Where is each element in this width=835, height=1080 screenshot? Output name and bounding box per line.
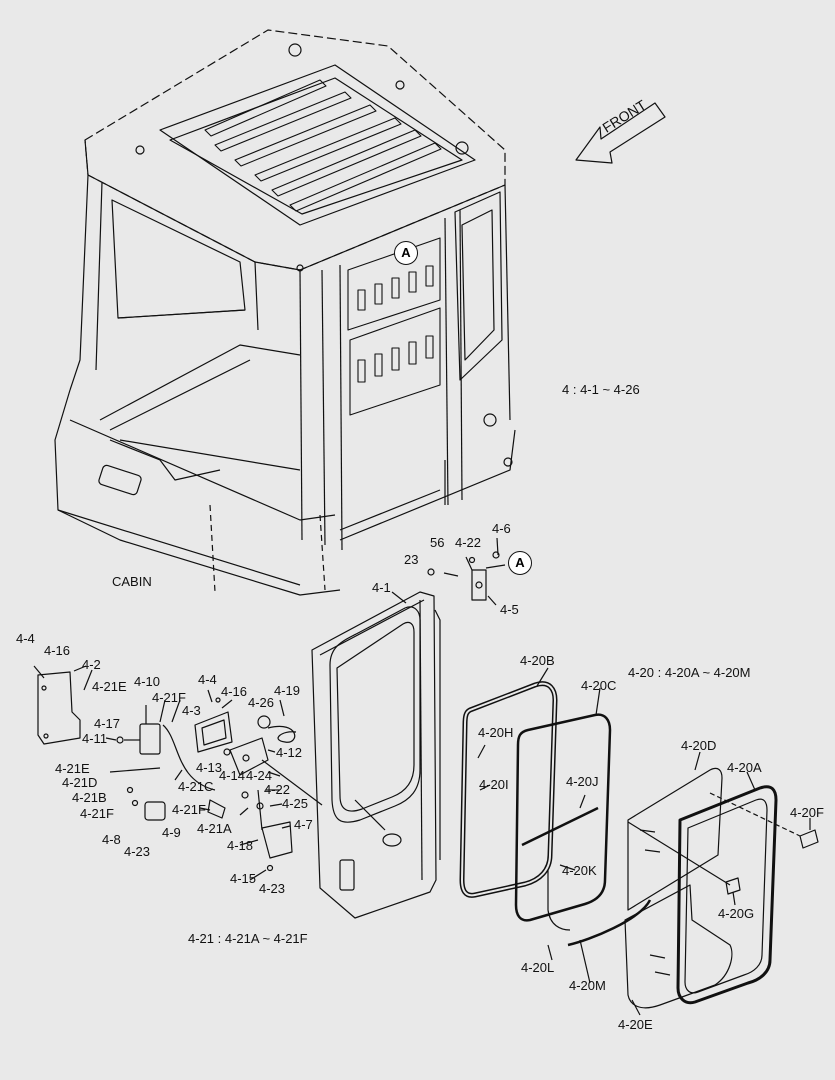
part-label: 4-25: [282, 796, 309, 811]
part-label: 4-21C: [178, 779, 214, 794]
part-label: 4-20H: [478, 725, 514, 740]
part-label: 4-21F: [80, 806, 114, 821]
part-label: 4-20M: [569, 978, 606, 993]
part-label: 4-16: [44, 643, 71, 658]
summary-group420: 4-20 : 4-20A ~ 4-20M: [628, 665, 751, 680]
part-label: 4-14: [219, 768, 246, 783]
part-label: 4-20K: [562, 863, 597, 878]
part-label: 4-8: [102, 832, 121, 847]
door-illustration: [311, 591, 441, 919]
part-label: 4-23: [124, 844, 151, 859]
part-label: 4-2: [82, 657, 101, 672]
part-label: 4-20F: [790, 805, 824, 820]
cabin-label: CABIN: [112, 574, 152, 589]
part-label: 4-20C: [581, 678, 617, 693]
part-label: 4-1: [372, 580, 391, 595]
part-label: 4-21A: [197, 821, 232, 836]
ref-circle-a-top: A: [394, 241, 418, 265]
part-label: 4-20J: [566, 774, 599, 789]
part-label: 4-21F: [172, 802, 206, 817]
summary-group421: 4-21 : 4-21A ~ 4-21F: [188, 931, 308, 946]
part-label: 4-10: [134, 674, 161, 689]
cabin-illustration: [54, 29, 516, 596]
part-label: 4-4: [198, 672, 217, 687]
part-label: 4-21B: [72, 790, 107, 805]
part-label: 4-17: [94, 716, 121, 731]
part-label: 4-22: [264, 782, 291, 797]
part-label: 4-20D: [681, 738, 717, 753]
part-label: 4-11: [82, 731, 108, 746]
part-label: 4-20A: [727, 760, 762, 775]
ref-circle-a-hinge: A: [508, 551, 532, 575]
part-label: 4-13: [196, 760, 223, 775]
part-label: 4-18: [227, 838, 254, 853]
part-label: 56: [430, 535, 445, 550]
part-label: 4-12: [276, 745, 303, 760]
part-label: 4-19: [274, 683, 301, 698]
part-label: 4-24: [246, 768, 273, 783]
part-label: 4-20G: [718, 906, 755, 921]
part-label: 4-4: [16, 631, 35, 646]
part-label: 4-20B: [520, 653, 555, 668]
window-seal-illustration: [459, 681, 819, 1009]
front-arrow-icon: [575, 102, 666, 164]
part-label: 4-26: [248, 695, 275, 710]
latch-parts-illustration: [33, 665, 323, 872]
part-label: 4-21E: [92, 679, 127, 694]
part-label: 4-6: [492, 521, 511, 536]
part-label: 4-20E: [618, 1017, 653, 1032]
part-label: 4-20L: [521, 960, 555, 975]
part-label: 4-3: [182, 703, 201, 718]
part-label: 4-21D: [62, 775, 98, 790]
part-label: 4-21F: [152, 690, 186, 705]
part-label: 4-22: [455, 535, 482, 550]
part-label: 4-15: [230, 871, 257, 886]
part-label: 4-21E: [55, 761, 90, 776]
part-label: 4-5: [500, 602, 519, 617]
summary-group4: 4 : 4-1 ~ 4-26: [562, 382, 640, 397]
part-label: 4-23: [259, 881, 286, 896]
part-label: 23: [404, 552, 419, 567]
part-label: 4-16: [221, 684, 248, 699]
part-label: 4-9: [162, 825, 181, 840]
part-label: 4-20I: [479, 777, 509, 792]
part-label: 4-7: [294, 817, 313, 832]
